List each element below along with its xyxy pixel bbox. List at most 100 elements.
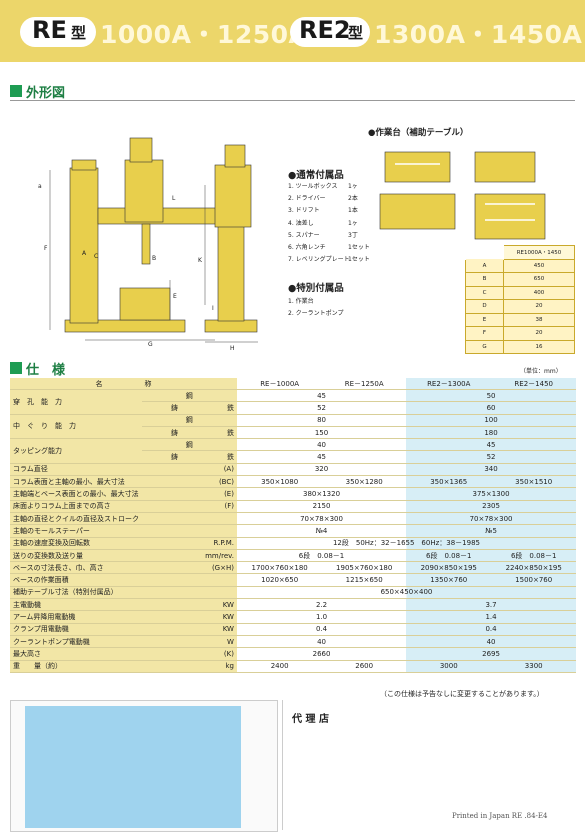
table-cell: 3.7 — [406, 598, 576, 612]
table-cell: 52 — [236, 401, 407, 415]
dim-key: E — [465, 312, 504, 327]
table-row: タッピング能力 鋼 40 45 — [10, 438, 576, 464]
header-banner: RE 型 1000A・1250A RE2 型 1300A・1450A — [0, 0, 585, 62]
re-model-range: 1000A・1250A — [100, 20, 309, 49]
table-cell: 鋼 — [141, 438, 237, 452]
table-row: 重 量（約） kg 2400 2600 3000 3300 — [10, 660, 576, 673]
dim-value: 650 — [503, 272, 575, 287]
machine-drawing: F a A C B L E K G H I — [38, 137, 258, 352]
table-cell: 補助テーブル寸法（特別付属品） — [10, 586, 237, 600]
section-title-drawing: 外形図 — [26, 86, 66, 101]
table-cell: (K) — [141, 647, 237, 661]
dim-key: B — [465, 272, 504, 287]
table-cell: 320 — [236, 463, 407, 477]
table-cell: (F) — [141, 500, 237, 513]
drawing-label-a-upper: A — [82, 250, 87, 257]
table-cell: 375×1300 — [406, 487, 576, 501]
table-cell: クランプ用電動機 — [10, 623, 142, 636]
table-cell: 鋳 鉄 — [141, 426, 237, 440]
table-cell: 鋳 鉄 — [141, 401, 237, 415]
table-cell: 1215×650 — [322, 573, 407, 587]
drawing-label-e: E — [173, 293, 177, 300]
print-code: Printed in Japan RE .84-E4 — [452, 812, 548, 820]
work-table-drawing — [379, 151, 546, 240]
re2-model-suffix: 型 — [348, 24, 364, 42]
special-accessories-list: 1. 作業台 2. クーラントポンプ — [288, 296, 343, 320]
table-cell: 40 — [406, 635, 576, 649]
table-cell: 主軸の速度変換及回転数 — [10, 537, 142, 550]
table-cell: 50 — [406, 389, 576, 403]
table-row: 床面よりコラム上面までの高さ (F) 2150 2305 — [10, 500, 576, 513]
section-marker — [10, 362, 22, 374]
table-cell: ベースの作業面積 — [10, 573, 237, 587]
table-row: ベースの作業面積 1020×650 1215×650 1350×760 1500… — [10, 573, 576, 587]
table-cell: 1350×760 — [406, 573, 492, 587]
table-row: 最大高さ (K) 2660 2695 — [10, 647, 576, 661]
table-row: ベースの寸法長さ、巾、高さ (G×H) 1700×760×180 1905×76… — [10, 561, 576, 575]
table-cell: 12段 50Hz：32－1655 60Hz：38－1985 — [236, 537, 576, 550]
table-cell: 650×450×400 — [236, 586, 576, 600]
spec-header-model: RE－1000A — [236, 378, 323, 390]
table-cell: 380×1320 — [236, 487, 407, 501]
table-cell: 鋳 鉄 — [141, 450, 237, 464]
table-cell: 2695 — [406, 647, 576, 661]
table-cell: クーラントポンプ電動機 — [10, 635, 142, 649]
table-cell: 6段 0.08－1 — [236, 549, 407, 563]
table-cell: (A) — [141, 463, 237, 477]
spec-table: 名 称 RE－1000A RE－1250A RE2－1300A RE2－1450… — [10, 378, 576, 673]
table-cell: 重 量（約） — [10, 660, 142, 673]
table-cell: 1.4 — [406, 610, 576, 624]
table-cell: (BC) — [141, 475, 237, 489]
special-accessory-item: 1. 作業台 — [288, 298, 314, 305]
re2-model-pill — [290, 17, 370, 47]
table-cell: (G×H) — [141, 561, 237, 575]
work-table-title: ●作業台（補助テーブル） — [368, 128, 469, 138]
table-cell: 350×1080 — [236, 475, 323, 489]
dim-key: C — [465, 285, 504, 300]
unit-note: （単位：mm） — [520, 368, 562, 375]
table-cell: 100 — [406, 414, 576, 427]
table-cell: 穿 孔 能 力 — [10, 389, 142, 415]
dimension-table-header: RE1000A・1450 — [503, 245, 575, 260]
spec-header-model: RE－1250A — [322, 378, 407, 390]
table-cell: 40 — [236, 635, 407, 649]
table-cell: KW — [141, 610, 237, 624]
dim-key: A — [465, 258, 504, 273]
table-cell: 180 — [406, 426, 576, 440]
table-cell: 350×1280 — [322, 475, 407, 489]
table-cell: 送りの変換数及送り量 — [10, 549, 142, 563]
table-cell: 2600 — [322, 660, 407, 673]
dim-value: 450 — [503, 258, 575, 273]
dim-value: 20 — [503, 326, 575, 341]
table-cell: 鋼 — [141, 389, 237, 403]
table-row: 鋳 鉄 45 52 — [10, 450, 576, 464]
table-row: コラム表面と主軸の最小、最大寸法 (BC) 350×1080 350×1280 … — [10, 475, 576, 489]
table-cell: 2400 — [236, 660, 323, 673]
dim-value: 38 — [503, 312, 575, 327]
table-cell: R.P.M. — [141, 537, 237, 550]
spec-header-model: RE2－1300A — [406, 378, 492, 390]
dim-value: 400 — [503, 285, 575, 300]
table-cell: 2090×850×195 — [406, 561, 492, 575]
dim-value: 16 — [503, 339, 575, 354]
table-cell: 1905×760×180 — [322, 561, 407, 575]
dim-value: 20 — [503, 299, 575, 314]
table-cell: 45 — [406, 438, 576, 452]
re-model-pill — [20, 17, 96, 47]
table-cell: 340 — [406, 463, 576, 477]
table-cell: KW — [141, 598, 237, 612]
table-cell: 6段 0.08－1 — [406, 549, 492, 563]
table-row: 主電動機 KW 2.2 3.7 — [10, 598, 576, 612]
table-cell: 52 — [406, 450, 576, 464]
table-row: 穿 孔 能 力 鋼 45 50 — [10, 389, 576, 415]
table-cell: 主電動機 — [10, 598, 142, 612]
table-row: 中 ぐ り 能 力 鋼 80 100 — [10, 414, 576, 440]
table-cell: アーム昇降用電動機 — [10, 610, 142, 624]
